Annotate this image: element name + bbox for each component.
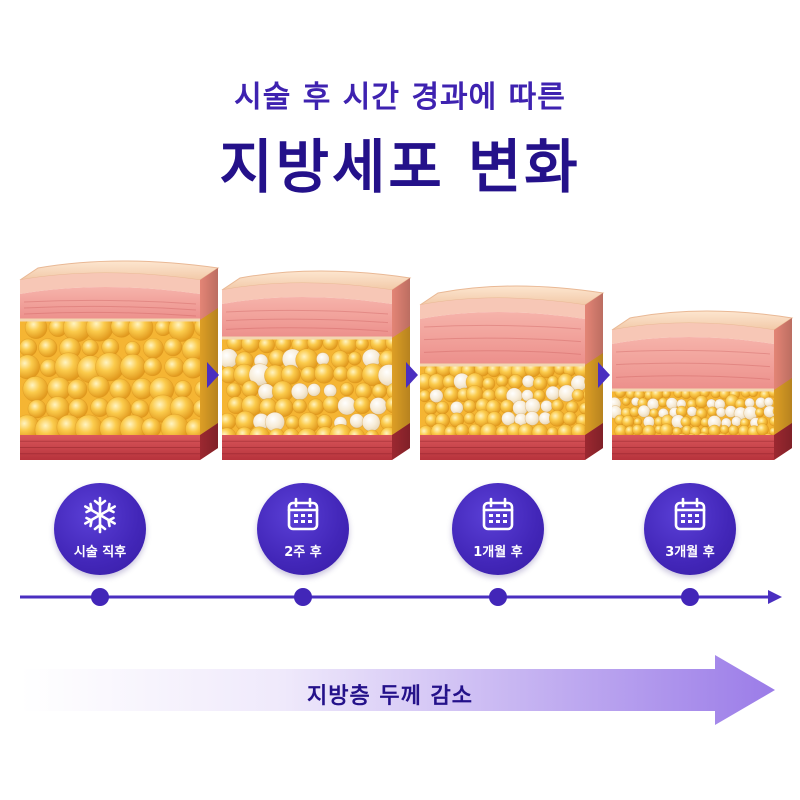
stage-badge-3months: 3개월 후 (644, 483, 736, 575)
skin-block (221, 270, 412, 460)
timeline-dot (489, 588, 507, 606)
stage-badge-2weeks: 2주 후 (257, 483, 349, 575)
stage-label: 2주 후 (284, 545, 322, 560)
skin-block (419, 285, 605, 460)
stage-arrow-icon (598, 362, 610, 388)
page-title: 지방세포 변화 (219, 133, 581, 201)
calendar-icon (287, 497, 319, 531)
stage-label: 1개월 후 (473, 545, 523, 560)
calendar-icon (674, 497, 706, 531)
stage-arrow-icon (406, 362, 418, 388)
timeline (20, 588, 782, 606)
skin-blocks-illustration (19, 260, 794, 460)
skin-block (611, 310, 794, 460)
stage-badge-immediate: 시술 직후 (54, 483, 146, 575)
stage-label: 시술 직후 (73, 545, 127, 560)
stage-label: 3개월 후 (665, 545, 715, 560)
timeline-dot (91, 588, 109, 606)
subtitle: 시술 후 시간 경과에 따른 (234, 80, 566, 115)
skin-block (19, 260, 220, 460)
banner-text: 지방층 두께 감소 (307, 684, 473, 709)
stage-badge-1month: 1개월 후 (452, 483, 544, 575)
snowflake-icon (84, 496, 117, 534)
calendar-icon (482, 497, 514, 531)
timeline-dot (681, 588, 699, 606)
banner-arrow (20, 655, 775, 725)
timeline-arrowhead (768, 590, 782, 604)
timeline-dot (294, 588, 312, 606)
stage-arrow-icon (207, 362, 219, 388)
